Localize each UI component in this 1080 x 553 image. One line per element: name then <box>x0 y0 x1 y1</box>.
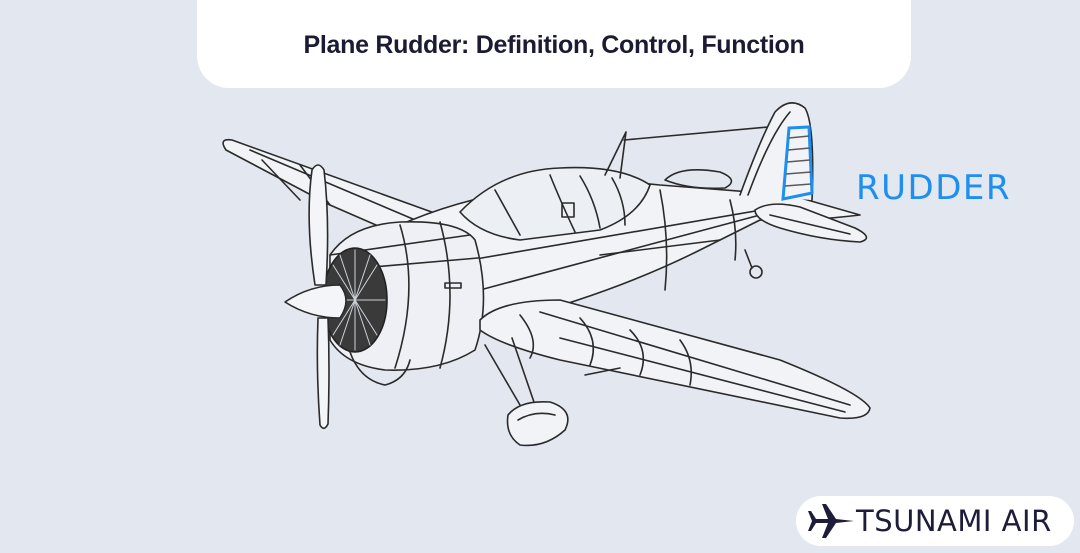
page-title: Plane Rudder: Definition, Control, Funct… <box>303 31 805 59</box>
brand-logo: TSUNAMI AIR <box>796 496 1074 546</box>
brand-name: TSUNAMI AIR <box>856 504 1052 538</box>
jet-plane-icon <box>808 504 854 538</box>
rudder-label: RUDDER <box>856 168 1011 208</box>
rudder-highlight <box>781 125 814 201</box>
title-card: Plane Rudder: Definition, Control, Funct… <box>197 0 911 88</box>
